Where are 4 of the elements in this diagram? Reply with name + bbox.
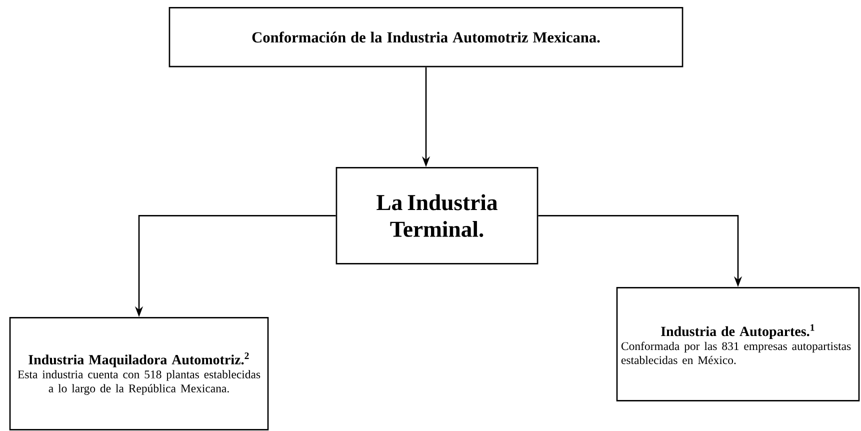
box: Conformación de la Industria Automotriz Mexicana. — [168, 7, 684, 68]
box: Industria Maquiladora Automotriz.$^{2}$ Esta industria cuenta con 518 plantas establecidas a lo largo de la República Mexicana. — [9, 316, 269, 430]
box: La Industria Terminal. — [336, 167, 538, 264]
box: Industria de Autopartes.$^{1}$ Conformada por las 831 empresas autopartistas establecidas en México. — [616, 287, 860, 402]
